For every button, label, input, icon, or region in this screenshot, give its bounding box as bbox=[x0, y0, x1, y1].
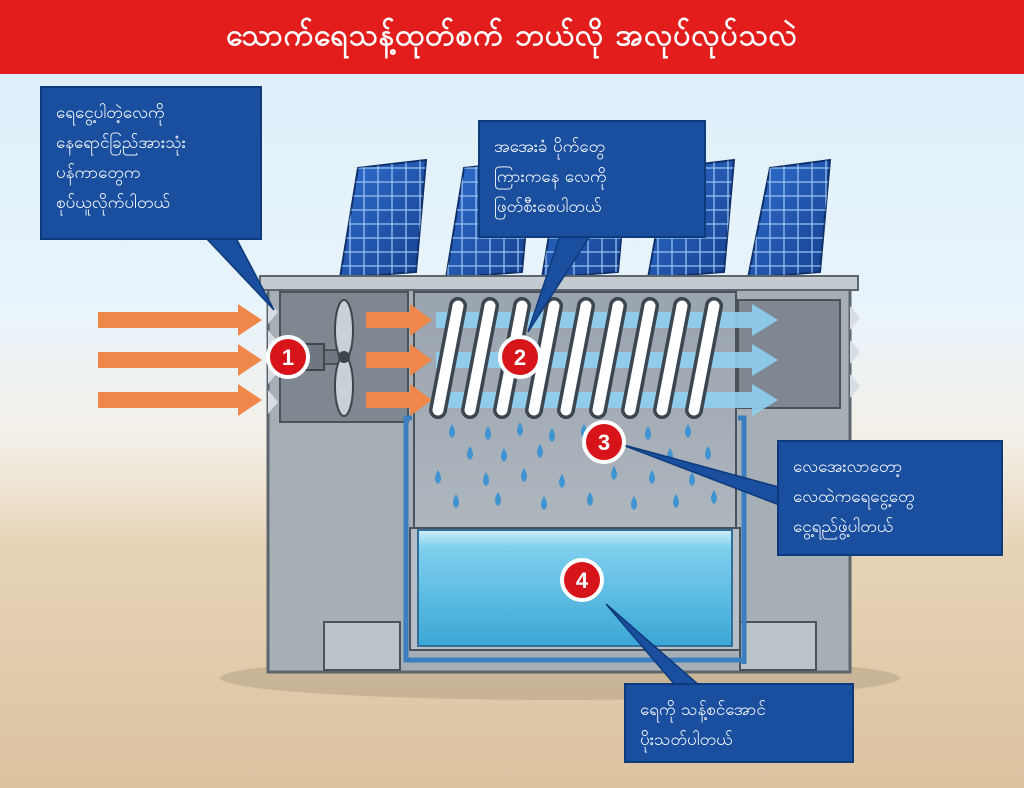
callout-line: ငွေ့ရည်ဖွဲ့ပါတယ် bbox=[793, 517, 894, 537]
number-badge-4: 4 bbox=[560, 558, 604, 602]
callout-line: ရေငွေ့ပါတဲ့လေကို bbox=[56, 103, 165, 123]
water-pipes bbox=[403, 415, 747, 664]
callout-line: ပိုးသတ်ပါတယ် bbox=[640, 730, 733, 750]
number-badge-3: 3 bbox=[582, 420, 626, 464]
callout-step-1: ရေငွေ့ပါတဲ့လေကို နေရောင်ခြည်အားသုံး ပန်က… bbox=[40, 86, 262, 240]
callout-line: ပန်ကာတွေက bbox=[56, 163, 141, 183]
number-badge-2: 2 bbox=[498, 335, 542, 379]
callout-line: ဖြတ်စီးစေပါတယ် bbox=[494, 197, 602, 217]
callout-line: ကြားကနေ လေကို bbox=[494, 167, 607, 187]
callout-line: ရေကို သန့်စင်အောင် bbox=[640, 700, 766, 720]
number-badge-1: 1 bbox=[266, 335, 310, 379]
callout-line: လေထဲကရေငွေ့တွေ bbox=[793, 487, 915, 507]
badge-3-number: 3 bbox=[598, 430, 610, 455]
badge-1-number: 1 bbox=[282, 345, 294, 370]
callout-step-4: ရေကို သန့်စင်အောင် ပိုးသတ်ပါတယ် bbox=[624, 683, 854, 763]
callout-pointers bbox=[204, 235, 783, 687]
solar-panel bbox=[746, 158, 832, 286]
callout-step-3: လေအေးလာတော့ လေထဲကရေငွေ့တွေ ငွေ့ရည်ဖွဲ့ပါ… bbox=[777, 440, 1003, 556]
cooling-coils bbox=[429, 297, 723, 419]
callout-line: အအေးခံ ပိုက်တွေ bbox=[494, 137, 606, 157]
badge-2-number: 2 bbox=[514, 345, 526, 370]
badge-4-number: 4 bbox=[576, 568, 589, 593]
water-droplets bbox=[435, 422, 717, 510]
callout-line: စုပ်ယူလိုက်ပါတယ် bbox=[56, 193, 171, 213]
diagram-title: သောက်ရေသန့်ထုတ်စက် ဘယ်လို အလုပ်လုပ်သလဲ bbox=[226, 17, 798, 53]
solar-panel bbox=[338, 158, 428, 286]
callout-line: နေရောင်ခြည်အားသုံး bbox=[56, 133, 186, 153]
callout-step-2: အအေးခံ ပိုက်တွေ ကြားကနေ လေကို ဖြတ်စီးစေပ… bbox=[478, 120, 706, 238]
title-bar: သောက်ရေသန့်ထုတ်စက် ဘယ်လို အလုပ်လုပ်သလဲ bbox=[0, 0, 1024, 74]
callout-line: လေအေးလာတော့ bbox=[793, 457, 903, 477]
inflow-arrows bbox=[98, 304, 432, 416]
